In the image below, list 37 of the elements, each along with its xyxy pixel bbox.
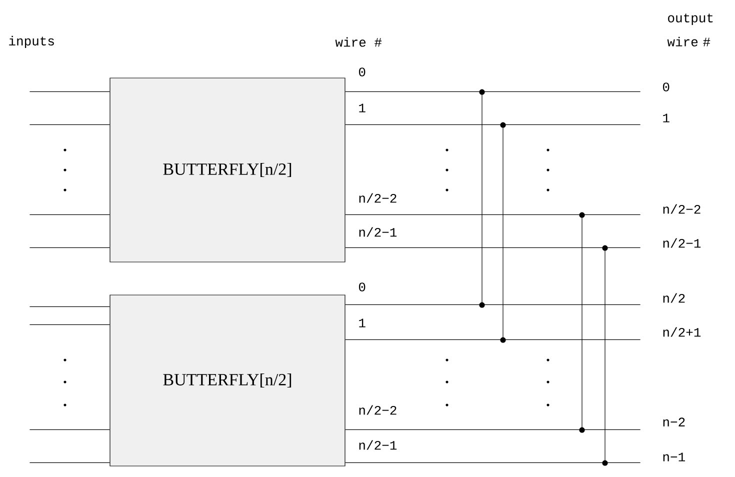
butterfly-box: BUTTERFLY[n/2]	[110, 294, 346, 466]
wire-number: 1	[359, 318, 366, 328]
wire-number: 0	[359, 282, 366, 292]
wire-line	[29, 324, 110, 325]
column-heading: inputs	[9, 36, 54, 48]
wire-number: n−2	[663, 418, 685, 426]
wire-line	[29, 462, 110, 463]
wire-line	[345, 462, 641, 463]
wire-line	[345, 124, 641, 125]
wire-number: n/2−1	[663, 238, 701, 248]
wire-line	[345, 91, 641, 92]
wire-line	[29, 247, 110, 248]
column-heading: wire #	[335, 37, 382, 47]
butterfly-box: BUTTERFLY[n/2]	[110, 78, 346, 262]
wire-number: 1	[359, 104, 366, 112]
wire-line	[345, 214, 641, 215]
wire-line	[345, 339, 641, 340]
wire-line	[29, 306, 110, 307]
wire-number: n−1	[663, 452, 685, 462]
wire-line	[29, 124, 110, 125]
wire-line	[345, 304, 641, 305]
wire-number: 1	[663, 114, 670, 122]
wire-number: n/2+1	[663, 327, 701, 337]
column-heading: output wire #	[667, 14, 713, 46]
wire-number: n/2−2	[359, 405, 396, 415]
wire-number: n/2−1	[359, 227, 397, 237]
wire-number: n/2−2	[359, 193, 396, 203]
wire-number: n/2−1	[359, 440, 397, 450]
wire-line	[345, 429, 641, 430]
wire-number: 0	[359, 68, 366, 76]
wire-line	[345, 247, 641, 248]
wire-number: n/2−2	[663, 204, 700, 214]
wire-number: 0	[663, 82, 670, 92]
wire-number: n/2	[663, 293, 685, 303]
wire-line	[29, 91, 110, 92]
wire-line	[29, 214, 110, 215]
wire-line	[29, 429, 110, 430]
